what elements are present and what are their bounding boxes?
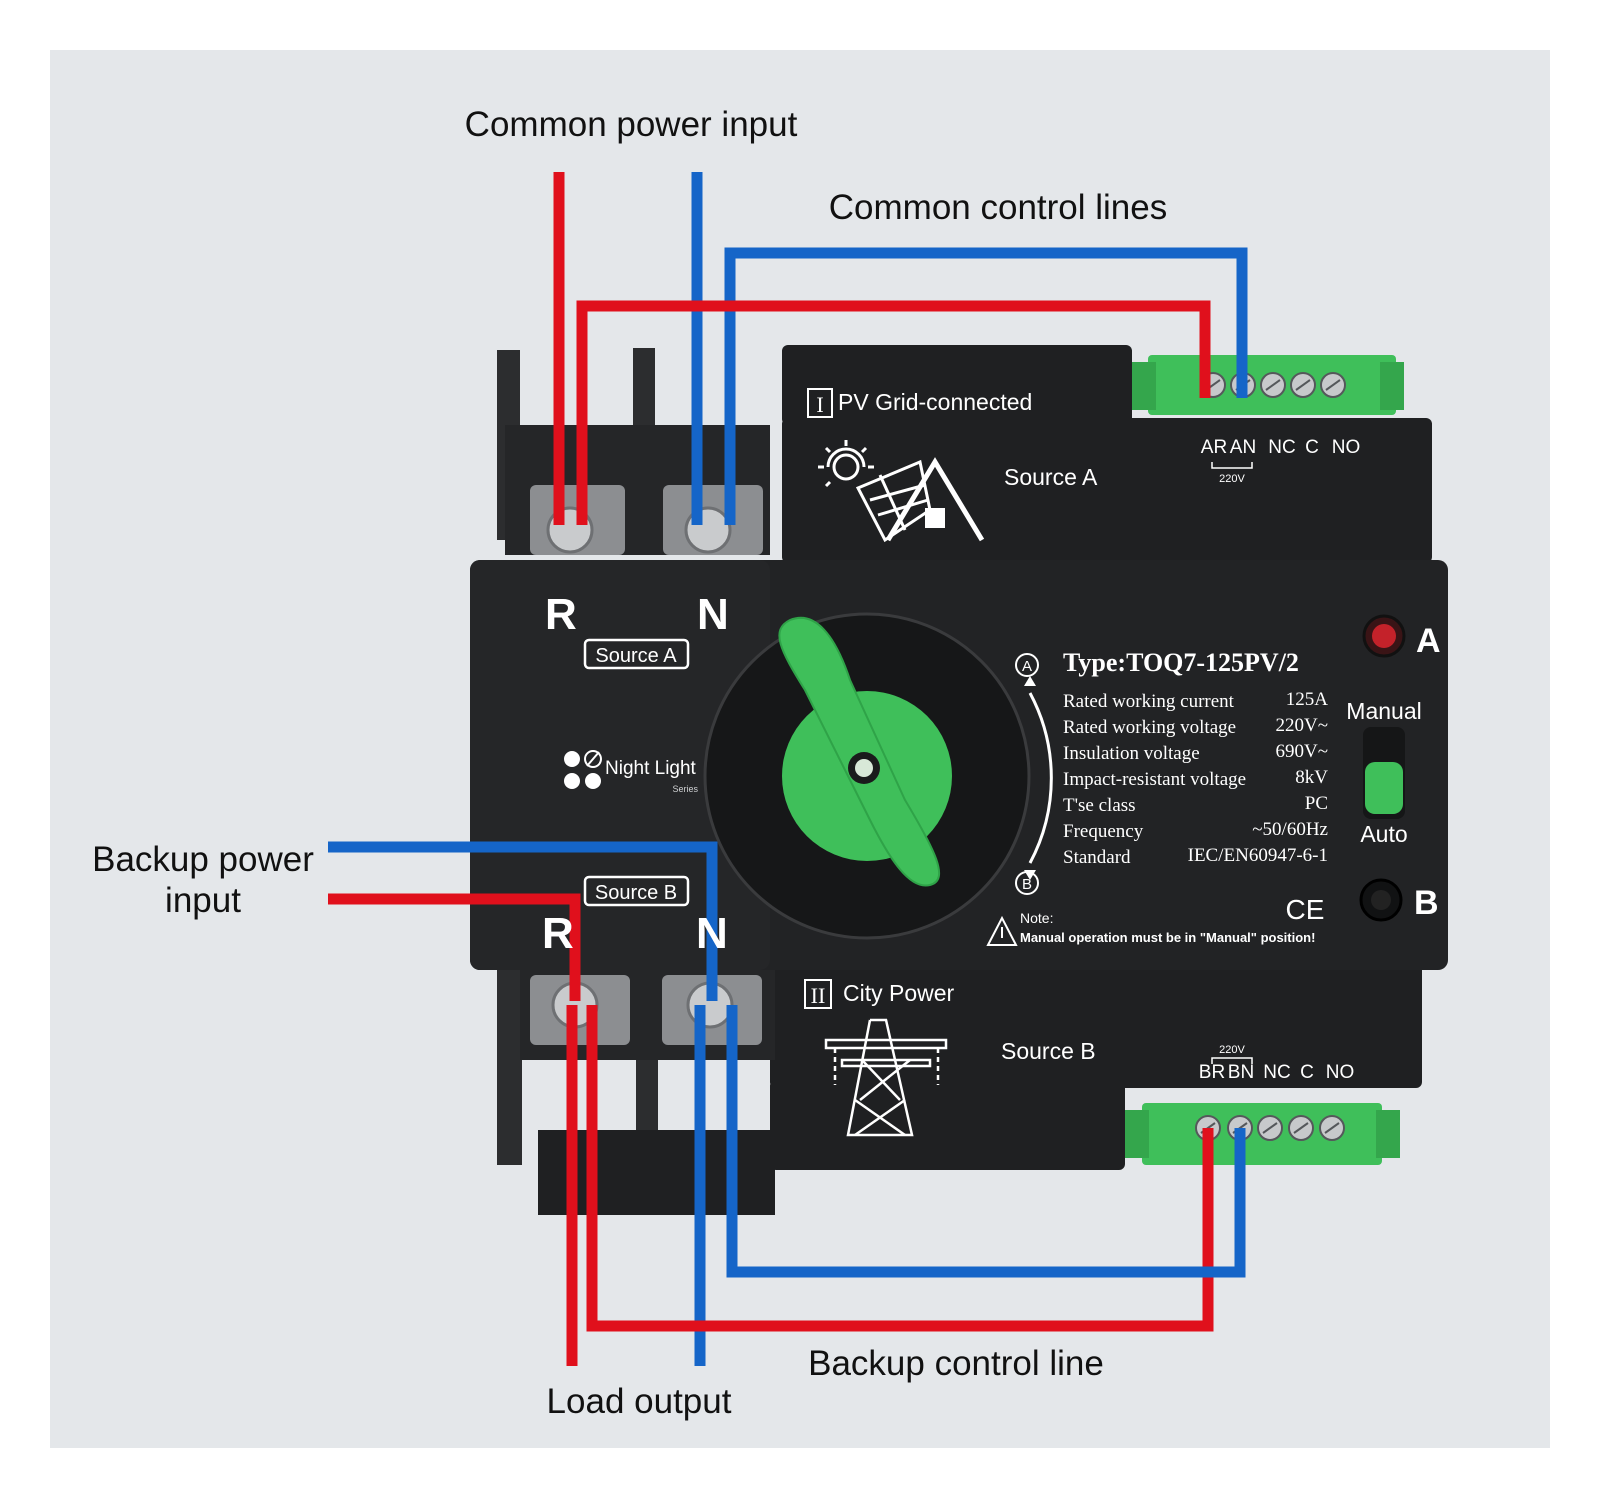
auto-label: Auto	[1360, 821, 1407, 847]
bottom-voltage: 220V	[1219, 1044, 1245, 1056]
wire-control-blue-top	[724, 247, 1248, 525]
warning-icon	[986, 915, 1018, 946]
bottom-voltage-bracket	[1211, 1057, 1253, 1064]
rotary-dial[interactable]	[703, 612, 1031, 940]
indicator-b-lens	[1371, 890, 1391, 910]
manual-label: Manual	[1346, 698, 1421, 724]
wire-control-red-bottom	[586, 1005, 1214, 1332]
note-title: Note:	[1020, 910, 1053, 926]
top-terminal-label: C	[1305, 437, 1319, 458]
spec-type: Type:TOQ7-125PV/2	[1063, 648, 1299, 677]
spec-value: 690V~	[1275, 741, 1328, 762]
source-b-tag-frame	[583, 875, 690, 907]
label-r-top: R	[545, 590, 577, 639]
roman-ii-frame	[804, 979, 832, 1009]
label-n-bottom: N	[696, 909, 728, 958]
spec-label: Insulation voltage	[1063, 743, 1200, 764]
brand-sub: Series	[672, 784, 698, 794]
top-voltage-bracket	[1211, 462, 1253, 469]
indicator-a-label: A	[1416, 622, 1441, 660]
label-r-bottom: R	[542, 909, 574, 958]
spec-label: T'se class	[1063, 795, 1136, 816]
spec-value: 125A	[1286, 689, 1329, 710]
spec-value: IEC/EN60947-6-1	[1188, 845, 1328, 866]
spec-label: Standard	[1063, 847, 1131, 868]
power-tower-icon	[824, 1018, 948, 1137]
source-a-tag: Source A	[595, 645, 677, 667]
wire-backup-n	[328, 841, 718, 1001]
city-power-title: City Power	[843, 980, 955, 1006]
wire-backup-r	[328, 893, 581, 1001]
dial-mark-a: A	[1022, 658, 1032, 675]
pv-grid-title: PV Grid-connected	[838, 389, 1032, 415]
label-common-power-input: Common power input	[465, 105, 798, 144]
spec-label: Rated working current	[1063, 691, 1235, 712]
note-text: Manual operation must be in "Manual" pos…	[1020, 930, 1315, 945]
wire-control-blue-bottom	[726, 1005, 1246, 1278]
spec-value: ~50/60Hz	[1252, 819, 1328, 840]
sun-icon	[818, 440, 874, 488]
roman-ii: II	[811, 983, 826, 1008]
bottom-terminal-label: NC	[1263, 1062, 1290, 1083]
spec-value: 220V~	[1275, 715, 1328, 736]
source-b-label: Source B	[1001, 1038, 1096, 1064]
label-load-output: Load output	[547, 1382, 732, 1421]
bottom-terminal-label: BN	[1228, 1062, 1254, 1083]
mark-a-circle	[1015, 653, 1039, 677]
wire-control-red-top	[576, 300, 1211, 525]
solar-house-icon	[855, 457, 985, 543]
spec-value: PC	[1305, 793, 1328, 814]
indicator-a-lens	[1372, 624, 1396, 648]
bottom-terminal-label: C	[1300, 1062, 1314, 1083]
dial-arc-arrow-top	[1024, 676, 1036, 686]
brand-name: Night Light	[605, 758, 697, 779]
label-common-control-lines: Common control lines	[829, 188, 1167, 227]
source-b-tag: Source B	[595, 882, 677, 904]
dial-handle[interactable]	[778, 616, 940, 887]
spec-value: 8kV	[1295, 767, 1328, 788]
spec-label: Impact-resistant voltage	[1063, 769, 1246, 790]
dial-arc	[1028, 692, 1053, 864]
dial-mark-b: B	[1022, 876, 1032, 893]
top-terminal-label: NO	[1332, 437, 1361, 458]
bottom-terminal-label: NO	[1326, 1062, 1355, 1083]
wires	[328, 172, 1248, 1366]
source-a-label: Source A	[1004, 464, 1098, 490]
label-backup-power-input-2: input	[165, 881, 241, 920]
source-a-tag-frame	[583, 638, 690, 670]
top-terminal-label: NC	[1268, 437, 1295, 458]
top-terminal-label: AR	[1201, 437, 1227, 458]
roman-i: I	[816, 392, 823, 417]
label-n-top: N	[697, 590, 729, 639]
mode-switch-knob[interactable]	[1365, 762, 1403, 814]
roman-i-frame	[807, 388, 833, 418]
bottom-terminal-label: BR	[1199, 1062, 1225, 1083]
spec-label: Frequency	[1063, 821, 1144, 842]
mark-b-circle	[1015, 871, 1039, 895]
top-terminal-label: AN	[1230, 437, 1256, 458]
spec-label: Rated working voltage	[1063, 717, 1236, 738]
indicator-b-label: B	[1414, 884, 1439, 922]
top-voltage: 220V	[1219, 473, 1245, 485]
spec-table: Rated working current 125A Rated working v…	[1063, 689, 1328, 868]
label-backup-control-line: Backup control line	[808, 1344, 1104, 1383]
label-backup-power-input-1: Backup power	[92, 840, 314, 879]
brand-logo	[564, 750, 602, 789]
left-panel	[470, 560, 770, 970]
ce-mark: CE	[1286, 894, 1325, 925]
